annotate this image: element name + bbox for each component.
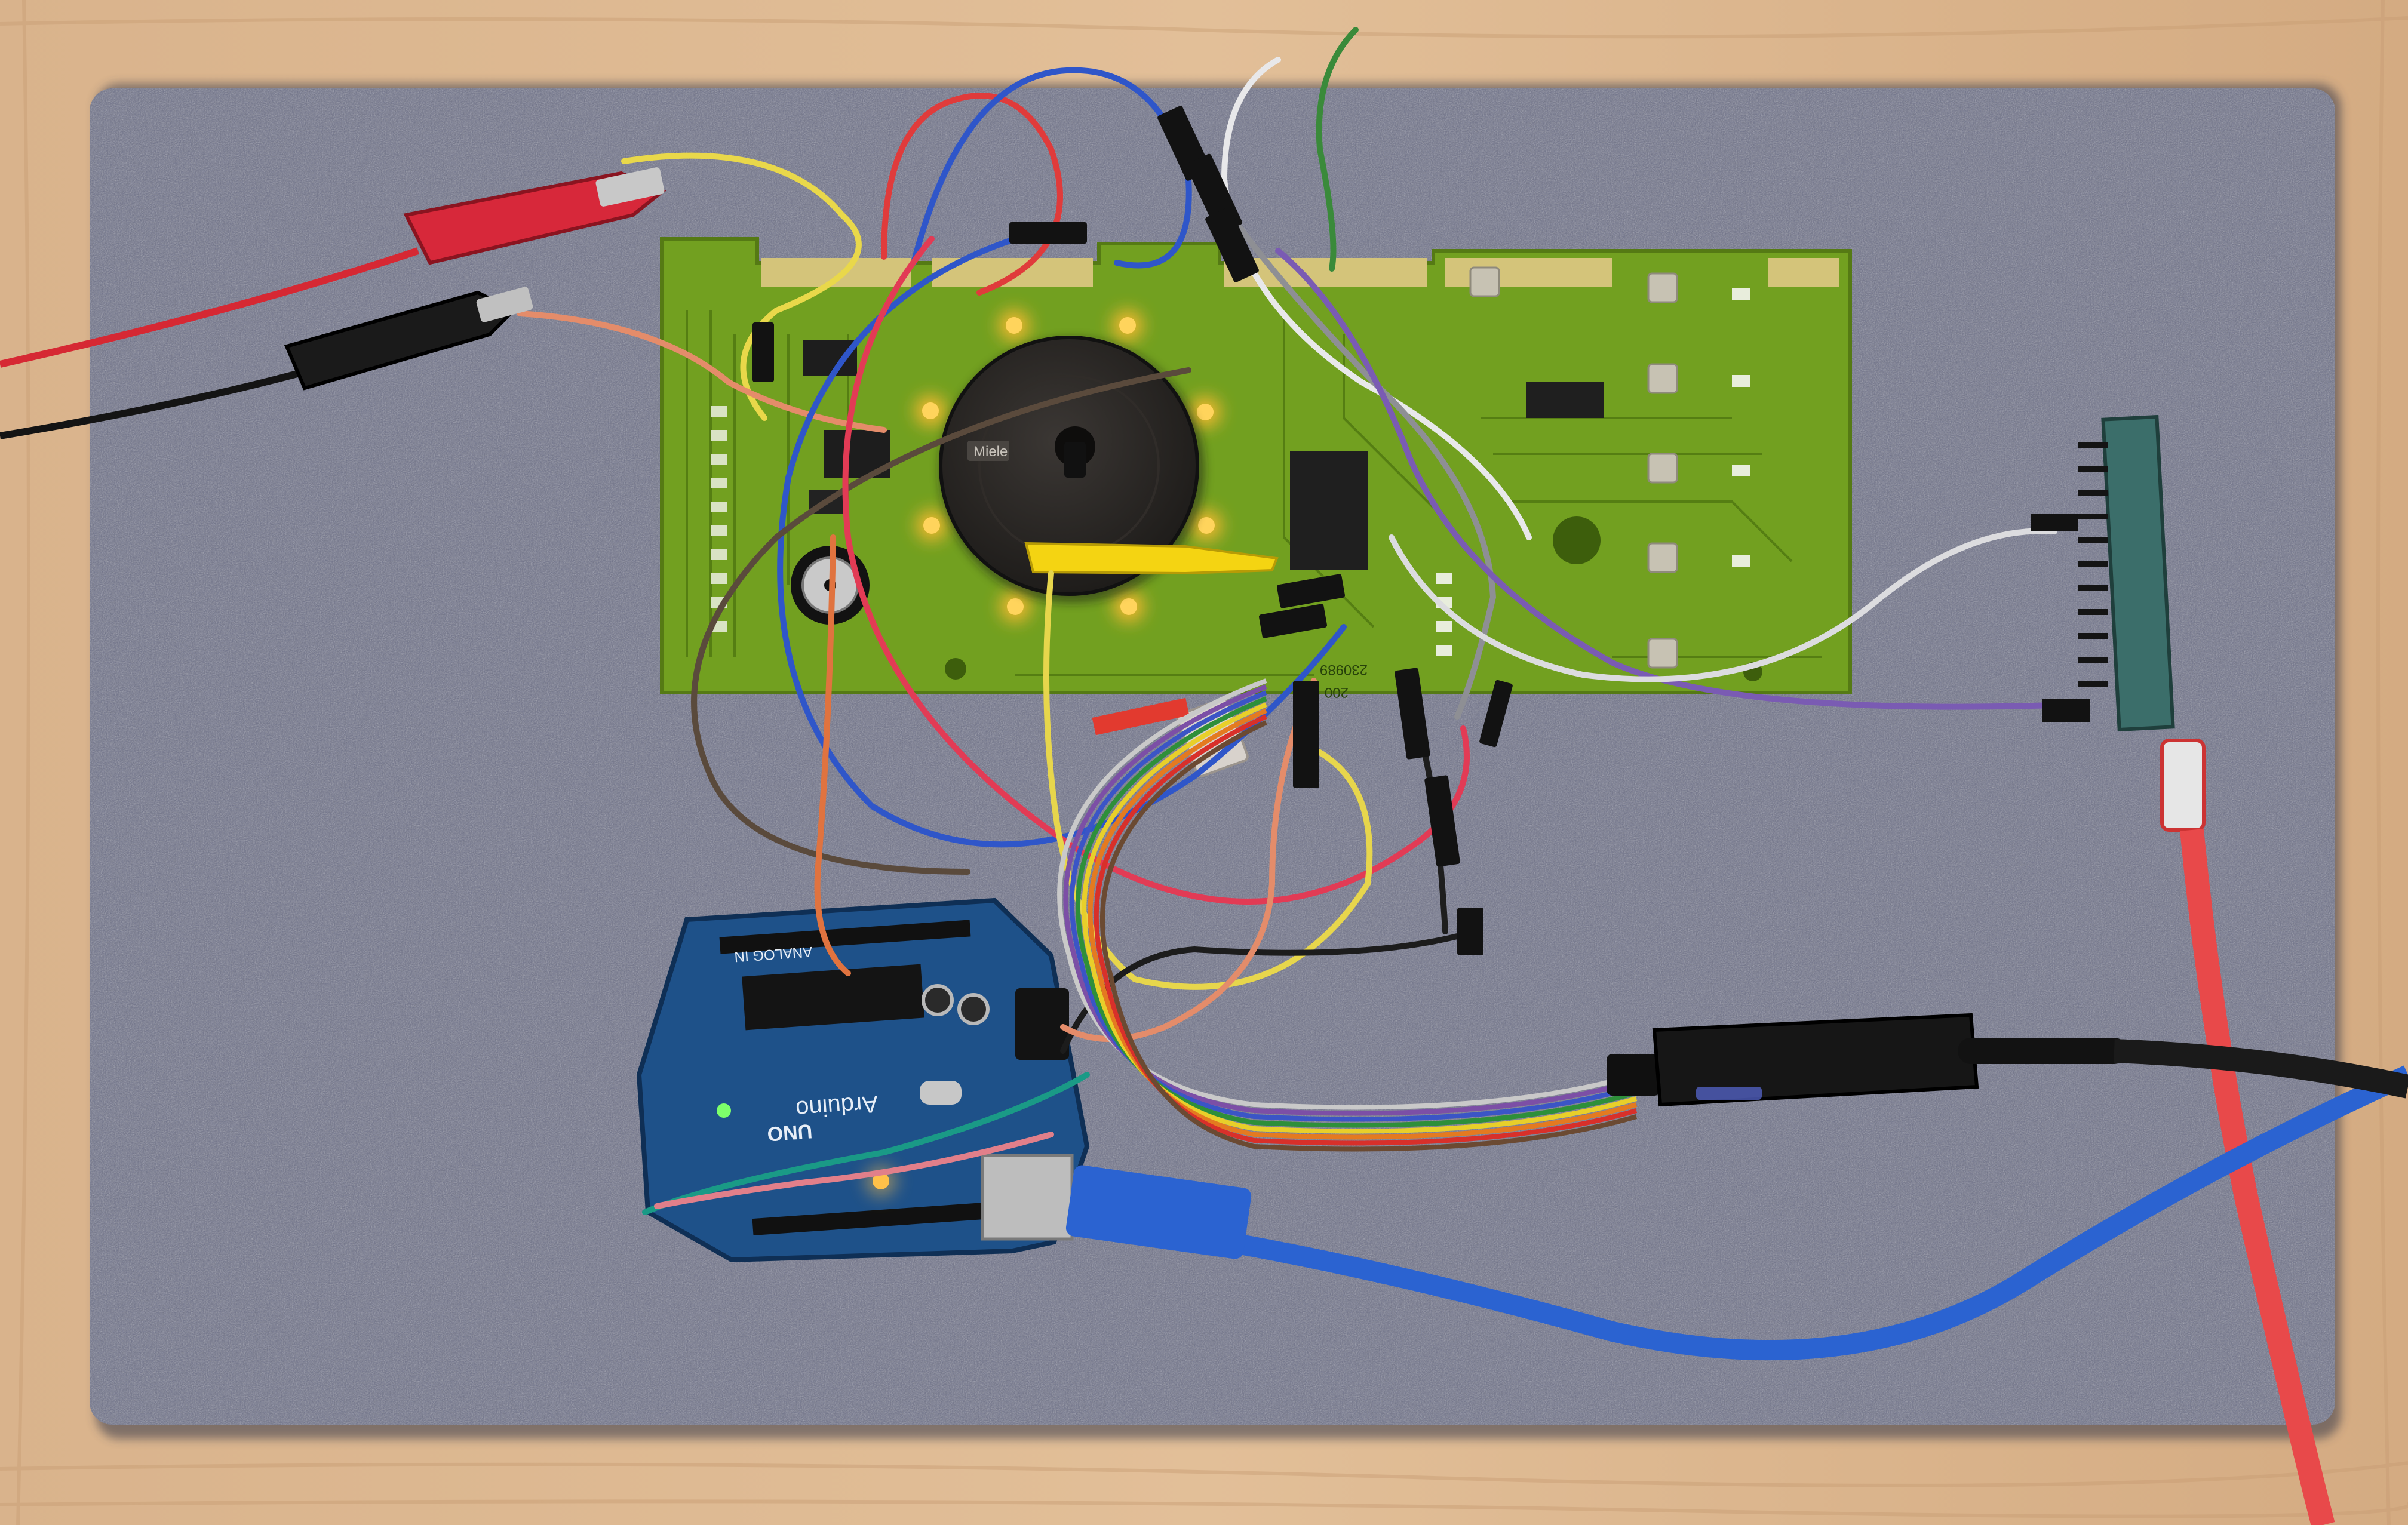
red-lead [0, 247, 419, 368]
amber-led [1120, 598, 1137, 615]
arduino-header [752, 1199, 1028, 1236]
wire-white [1221, 57, 1532, 540]
wire-red-loop [842, 236, 1470, 905]
wire-white-right [1389, 528, 2057, 682]
wire-grey [1203, 176, 1497, 720]
ic-chip [1526, 382, 1604, 418]
wire-yellow [621, 152, 862, 421]
black-clip [284, 290, 517, 391]
black-clip-jaw [476, 287, 533, 322]
usb-b-port [981, 1154, 1074, 1241]
amber-led [922, 402, 939, 419]
arduino-header [719, 920, 971, 954]
yellow-clip [1024, 542, 1279, 575]
ribbon-cable [1057, 678, 1638, 1152]
amber-led [1006, 317, 1022, 334]
crystal [920, 1081, 962, 1105]
amber-led [1007, 598, 1024, 615]
usb-b-plug [1065, 1165, 1252, 1259]
wire-green [1316, 27, 1359, 272]
wire-blue [911, 67, 1192, 269]
ic-chip [803, 340, 857, 376]
amber-led [1197, 404, 1214, 420]
board-number-label: 230989 [1320, 662, 1368, 678]
ic-chip [1290, 451, 1368, 570]
wire-blue-loop [777, 236, 1347, 848]
flat-red-cable [2180, 829, 2335, 1525]
amber-led [923, 517, 940, 534]
alligator-clips [0, 167, 666, 439]
usb-cable-black [2114, 1039, 2408, 1099]
arduino-brand-label: Arduino [795, 1090, 879, 1123]
tactile-buttons [1469, 266, 1678, 669]
dupont-connectors [752, 106, 1513, 955]
black-lead [0, 367, 312, 439]
wire-pink-short [654, 1132, 1054, 1209]
wire-green-teal [642, 1072, 1090, 1215]
power-jack [1015, 988, 1069, 1060]
control-pcb: 200 230989 [660, 237, 1852, 700]
led-ring [915, 310, 1222, 622]
capacitor [922, 984, 954, 1016]
pcb-led-column [711, 406, 727, 632]
wire-purple [1275, 248, 2075, 710]
atmega-chip [742, 964, 924, 1031]
breakout-board [2031, 414, 2206, 832]
pcb-indicator-leds [1436, 288, 1750, 656]
wire-brown [691, 367, 1191, 875]
red-clip-jaw [595, 167, 665, 207]
amber-led [1119, 317, 1136, 334]
wire-salmon [517, 310, 887, 433]
arduino-uno-board: UNO Arduino ANALOG IN [636, 897, 1090, 1263]
knob-brand-label: Miele [973, 444, 1008, 460]
arduino-model-label: UNO [766, 1120, 813, 1145]
amber-led [1198, 517, 1215, 534]
usb-cable-blue [1067, 1065, 2408, 1361]
wire-orange [814, 534, 851, 976]
capacitor [957, 993, 990, 1025]
usb-serial-adapter [1607, 1013, 2127, 1107]
wire-yellow-long [1043, 570, 1373, 990]
board-code-label: 200 [1325, 684, 1349, 700]
power-led [717, 1103, 731, 1118]
